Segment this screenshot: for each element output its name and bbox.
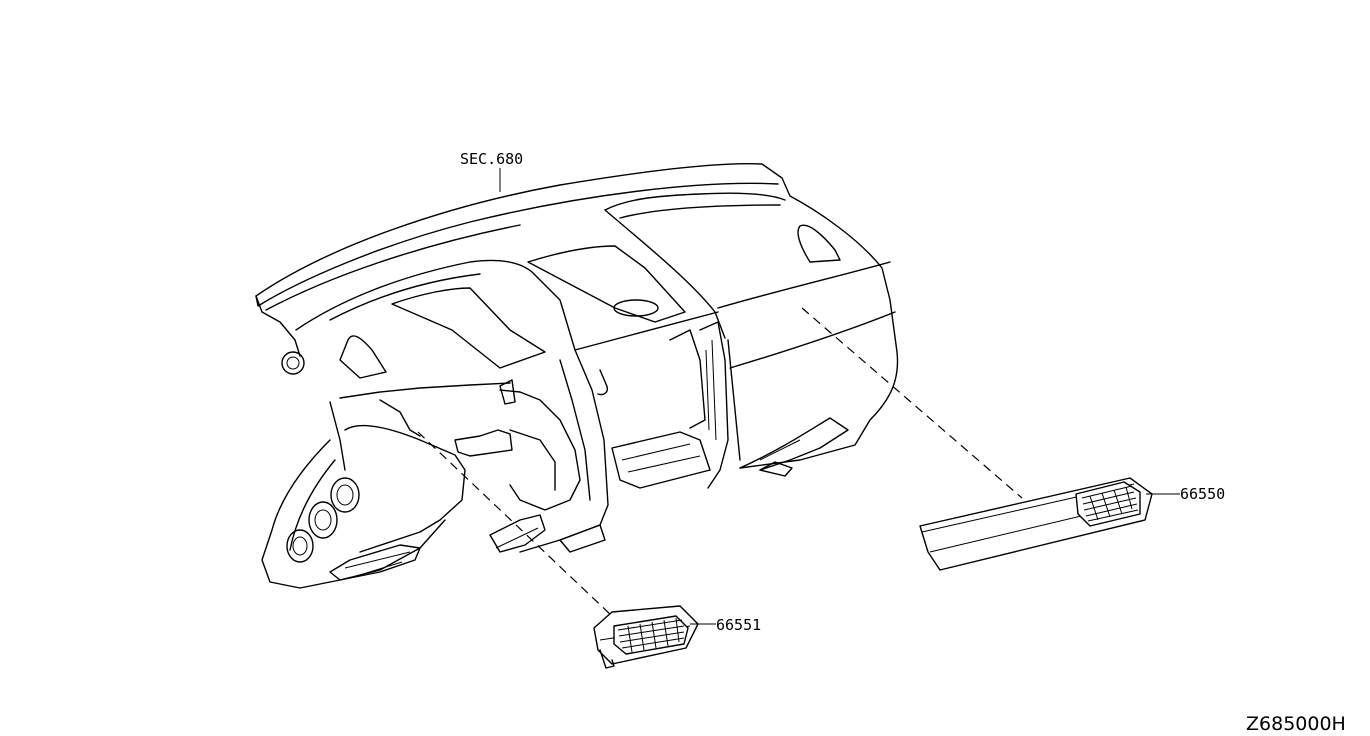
diagram-code-label: Z685000H [1246, 713, 1346, 735]
center-vent-assembly-line [417, 431, 613, 617]
center-ventilator-icon [593, 605, 699, 669]
section-reference-label: SEC.680 [460, 150, 523, 168]
part-number-66551-label: 66551 [716, 616, 761, 634]
right-vent-assembly-line [801, 307, 1023, 499]
part-number-66550-label: 66550 [1180, 485, 1225, 503]
instrument-panel-icon [255, 163, 899, 589]
side-ventilator-icon [919, 477, 1153, 571]
